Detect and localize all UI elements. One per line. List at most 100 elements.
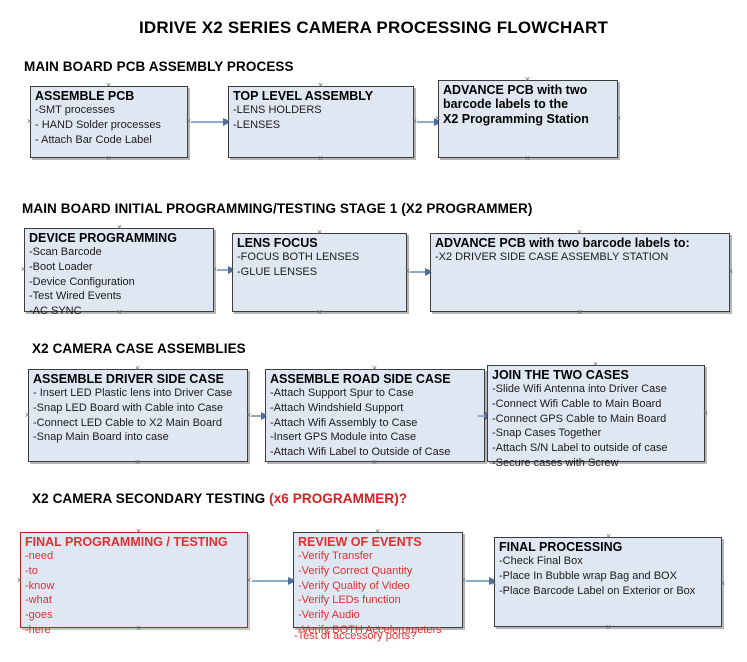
box-line: -Snap Main Board into case bbox=[33, 431, 169, 444]
box-line: -Snap LED Board with Cable into Case bbox=[33, 402, 224, 414]
box-line: -Attach Support Spur to Case bbox=[270, 387, 414, 400]
box-line: barcode labels to the bbox=[443, 97, 569, 112]
box-assemble-pcb[interactable]: ASSEMBLE PCB -SMT processes - HAND Solde… bbox=[30, 86, 188, 158]
handle-left[interactable] bbox=[426, 268, 433, 275]
box-device-programming[interactable]: DEVICE PROGRAMMING -Scan Barcode -Boot L… bbox=[24, 228, 214, 317]
connector-arrow bbox=[417, 118, 442, 126]
box-line: -Attach Windshield Support bbox=[270, 402, 404, 414]
handle-left[interactable] bbox=[289, 577, 296, 584]
handle-top[interactable] bbox=[524, 76, 531, 83]
box-line: -know bbox=[25, 579, 55, 592]
box-review-of-events[interactable]: REVIEW OF EVENTS -Verify Transfer -Verif… bbox=[293, 532, 463, 642]
handle-bottom[interactable] bbox=[371, 459, 378, 466]
handle-left[interactable] bbox=[224, 118, 231, 125]
box-assemble-road-side-case[interactable]: ASSEMBLE ROAD SIDE CASE -Attach Support … bbox=[265, 369, 485, 462]
connector-arrow bbox=[191, 118, 231, 126]
box-final-programming-testing[interactable]: FINAL PROGRAMMING / TESTING -need -to -k… bbox=[20, 532, 248, 636]
handle-left[interactable] bbox=[434, 115, 441, 122]
handle-top[interactable] bbox=[105, 82, 112, 89]
section-heading-4-accent: (x6 PROGRAMMER)? bbox=[269, 491, 408, 506]
box-line: -need bbox=[25, 550, 54, 563]
handle-left[interactable] bbox=[228, 268, 235, 275]
handle-bottom[interactable] bbox=[576, 309, 583, 316]
handle-bottom[interactable] bbox=[524, 155, 531, 162]
handle-right[interactable] bbox=[245, 577, 252, 584]
handle-right[interactable] bbox=[727, 268, 734, 275]
handle-top[interactable] bbox=[592, 361, 599, 368]
box-header: DEVICE PROGRAMMING bbox=[29, 231, 177, 245]
handle-left[interactable] bbox=[490, 580, 497, 587]
handle-top[interactable] bbox=[371, 365, 378, 372]
box-line: -Slide Wifi Antenna into Driver Case bbox=[492, 383, 667, 396]
box-final-processing[interactable]: FINAL PROCESSING -Check Final Box -Place… bbox=[494, 537, 722, 627]
box-line: -goes bbox=[25, 608, 53, 621]
handle-top[interactable] bbox=[605, 533, 612, 540]
page-title: IDRIVE X2 SERIES CAMERA PROCESSING FLOWC… bbox=[138, 18, 609, 37]
box-header: ADVANCE PCB with two barcode labels to: bbox=[435, 236, 690, 250]
box-line: -Connect LED Cable to X2 Main Board bbox=[33, 416, 222, 429]
handle-right[interactable] bbox=[719, 580, 726, 587]
box-line: -Boot Loader bbox=[29, 261, 93, 273]
handle-top[interactable] bbox=[116, 224, 123, 231]
handle-top[interactable] bbox=[317, 82, 324, 89]
box-advance-pcb-driver-side-station[interactable]: ADVANCE PCB with two barcode labels to: … bbox=[430, 233, 730, 312]
box-header: ADVANCE PCB with two bbox=[443, 83, 588, 97]
box-line: -what bbox=[25, 594, 52, 607]
handle-left[interactable] bbox=[24, 412, 31, 419]
handle-top[interactable] bbox=[134, 365, 141, 372]
handle-bottom[interactable] bbox=[316, 309, 323, 316]
section-heading-4: X2 CAMERA SECONDARY TESTING (x6 PROGRAMM… bbox=[32, 491, 407, 506]
handle-bottom[interactable] bbox=[116, 309, 123, 316]
box-line: -Attach S/N Label to outside of case bbox=[492, 441, 668, 454]
box-line: -Verify Transfer bbox=[298, 550, 373, 563]
handle-left[interactable] bbox=[16, 577, 23, 584]
box-header: FINAL PROGRAMMING / TESTING bbox=[25, 535, 228, 549]
handle-left[interactable] bbox=[20, 266, 27, 273]
connector-arrow bbox=[410, 268, 433, 276]
section-heading-1: MAIN BOARD PCB ASSEMBLY PROCESS bbox=[24, 59, 294, 74]
connector-arrow bbox=[466, 577, 497, 585]
section-heading-3: X2 CAMERA CASE ASSEMBLIES bbox=[32, 341, 246, 356]
handle-left[interactable] bbox=[261, 412, 268, 419]
section-heading-3-text: X2 CAMERA CASE ASSEMBLIES bbox=[32, 341, 246, 356]
section-heading-2-text: MAIN BOARD INITIAL PROGRAMMING/TESTING S… bbox=[22, 201, 533, 216]
handle-bottom[interactable] bbox=[317, 155, 324, 162]
box-line: - HAND Solder processes bbox=[35, 119, 161, 131]
box-assemble-driver-side-case[interactable]: ASSEMBLE DRIVER SIDE CASE - Insert LED P… bbox=[28, 369, 248, 462]
box-lens-focus[interactable]: LENS FOCUS -FOCUS BOTH LENSES -GLUE LENS… bbox=[232, 233, 407, 312]
box-line: -X2 DRIVER SIDE CASE ASSEMBLY STATION bbox=[435, 251, 669, 264]
box-header: LENS FOCUS bbox=[237, 236, 318, 250]
box-line: -Attach Wifi Label to Outside of Case bbox=[270, 445, 451, 458]
box-line: -Test Wired Events bbox=[29, 290, 122, 303]
box-line: -LENSES bbox=[233, 119, 281, 131]
handle-top[interactable] bbox=[316, 229, 323, 236]
box-line: -Verify LEDs function bbox=[298, 594, 401, 607]
handle-top[interactable] bbox=[135, 528, 142, 535]
handle-bottom[interactable] bbox=[134, 459, 141, 466]
handle-bottom[interactable] bbox=[105, 155, 112, 162]
box-header: ASSEMBLE PCB bbox=[35, 89, 135, 103]
handle-top[interactable] bbox=[374, 528, 381, 535]
handle-bottom[interactable] bbox=[592, 459, 599, 466]
box-line: -FOCUS BOTH LENSES bbox=[237, 251, 360, 264]
box-line: - Insert LED Plastic lens into Driver Ca… bbox=[33, 387, 233, 400]
handle-left[interactable] bbox=[483, 410, 490, 417]
box-line: -Attach Wifi Assembly to Case bbox=[270, 416, 418, 429]
box-line: -AC SYNC bbox=[29, 304, 82, 317]
handle-bottom[interactable] bbox=[605, 624, 612, 631]
section-heading-2: MAIN BOARD INITIAL PROGRAMMING/TESTING S… bbox=[22, 201, 532, 216]
handle-bottom[interactable] bbox=[374, 625, 381, 632]
handle-right[interactable] bbox=[615, 115, 622, 122]
box-line: -Connect GPS Cable to Main Board bbox=[492, 412, 667, 425]
handle-left[interactable] bbox=[26, 118, 33, 125]
handle-bottom[interactable] bbox=[135, 625, 142, 632]
box-header: REVIEW OF EVENTS bbox=[298, 535, 422, 549]
box-line: -GLUE LENSES bbox=[237, 266, 318, 278]
box-join-the-two-cases[interactable]: JOIN THE TWO CASES -Slide Wifi Antenna i… bbox=[487, 365, 705, 469]
box-top-level-assembly[interactable]: TOP LEVEL ASSEMBLY -LENS HOLDERS -LENSES bbox=[228, 86, 414, 158]
box-line: -Snap Cases Together bbox=[492, 427, 602, 440]
handle-top[interactable] bbox=[576, 229, 583, 236]
box-line: -to bbox=[25, 565, 38, 577]
handle-right[interactable] bbox=[702, 410, 709, 417]
box-advance-pcb-programming-station[interactable]: ADVANCE PCB with two barcode labels to t… bbox=[438, 80, 618, 158]
